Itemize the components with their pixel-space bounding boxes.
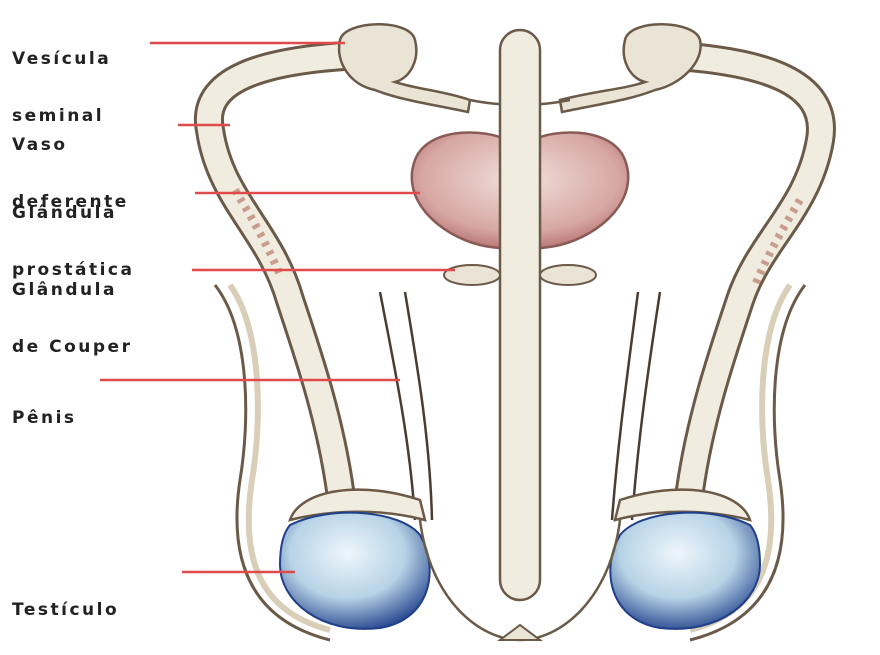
label-couper-line1: Glândula xyxy=(12,281,132,300)
cowper-gland-left xyxy=(444,265,500,285)
cowper-gland-right xyxy=(540,265,596,285)
label-testiculo-text: Testículo xyxy=(12,601,119,620)
label-testiculo: Testículo xyxy=(12,563,119,639)
testis-left xyxy=(280,513,430,629)
label-vaso-line1: Vaso xyxy=(12,136,129,155)
label-couper-line2: de Couper xyxy=(12,338,132,357)
urethra xyxy=(500,30,540,600)
label-prostatica-line1: Glândula xyxy=(12,204,134,223)
label-penis: Pênis xyxy=(12,371,77,447)
label-vesicula-line1: Vesícula xyxy=(12,50,111,69)
label-glandula-couper: Glândula de Couper xyxy=(12,243,132,376)
penis-outline-right xyxy=(632,292,660,520)
testis-right xyxy=(610,513,760,629)
seminal-vesicle-left xyxy=(339,24,470,112)
label-penis-text: Pênis xyxy=(12,409,77,428)
seminal-vesicle-right xyxy=(560,24,701,112)
